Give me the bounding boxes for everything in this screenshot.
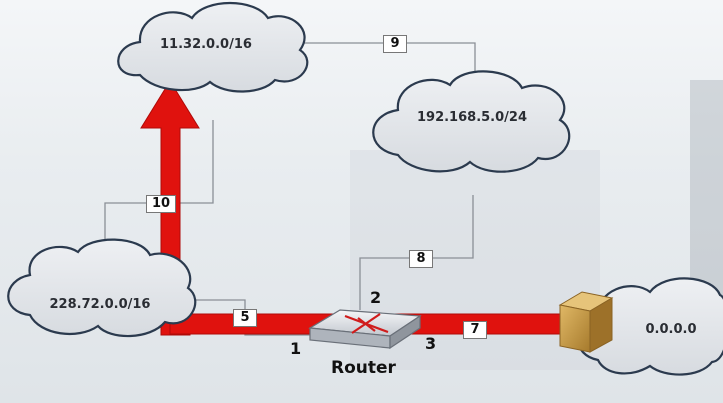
link-line-10 xyxy=(104,120,214,255)
link-label-5: 5 xyxy=(233,309,257,327)
port-label-3: 3 xyxy=(425,334,437,353)
network-label-left: 228.72.0.0/16 xyxy=(49,297,151,312)
cloud-right xyxy=(372,70,571,173)
network-label-right: 192.168.5.0/24 xyxy=(416,110,528,125)
link-label-8: 8 xyxy=(409,250,433,268)
link-label-9: 9 xyxy=(383,35,407,53)
router-label: Router xyxy=(331,358,396,378)
link-label-7: 7 xyxy=(463,321,487,339)
cloud-top xyxy=(117,1,309,93)
port-label-1: 1 xyxy=(290,339,302,358)
router-arrows-icon xyxy=(344,313,389,334)
cloud-left xyxy=(7,238,197,338)
network-label-top: 11.32.0.0/16 xyxy=(160,37,252,52)
destination-box xyxy=(558,291,614,353)
network-label-default: 0.0.0.0 xyxy=(645,322,697,337)
link-label-10: 10 xyxy=(146,195,176,213)
background-panel xyxy=(690,80,723,310)
link-line-9 xyxy=(300,42,476,72)
port-label-2: 2 xyxy=(370,288,382,307)
router-device xyxy=(308,309,422,350)
